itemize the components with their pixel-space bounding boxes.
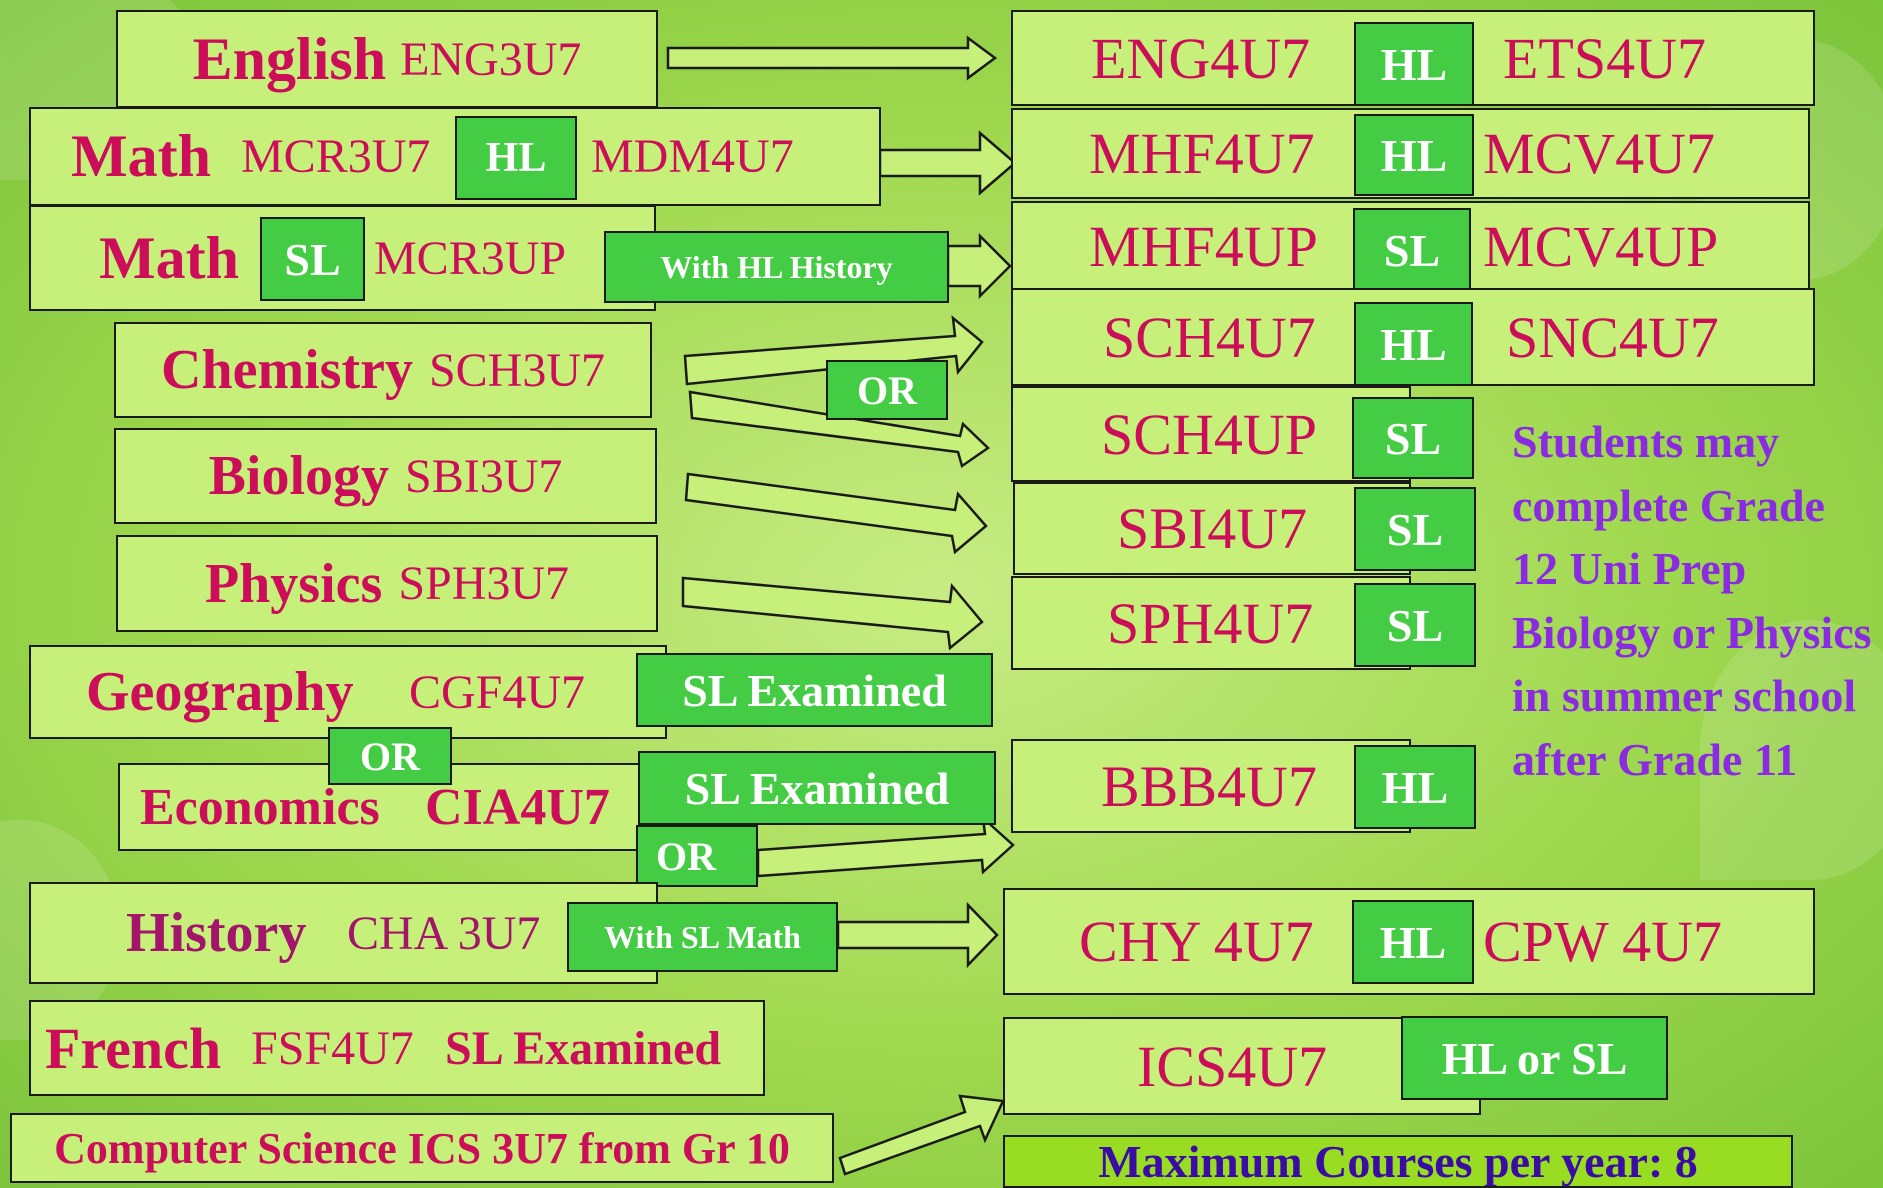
course-box-geography: Geography CGF4U7 bbox=[29, 645, 667, 739]
course-name: French bbox=[45, 1015, 222, 1081]
or-tag: OR bbox=[826, 360, 948, 420]
arrow-history bbox=[836, 901, 999, 969]
arrow-economics bbox=[756, 814, 1015, 878]
course-name: Math bbox=[99, 224, 239, 291]
hl-tag: HL bbox=[1354, 745, 1476, 829]
course-box-chemistry: Chemistry SCH3U7 bbox=[114, 322, 652, 418]
arrow-chemistry-sl bbox=[688, 390, 990, 469]
hl-tag: HL bbox=[1352, 900, 1474, 984]
sl-examined-tag: SL Examined bbox=[636, 653, 993, 727]
course-code: CIA4U7 bbox=[425, 778, 610, 836]
course-code: FSF4U7 bbox=[251, 1021, 414, 1075]
hl-tag: HL bbox=[455, 116, 577, 200]
max-courses-banner: Maximum Courses per year: 8 bbox=[1003, 1135, 1793, 1188]
course-code: MHF4U7 bbox=[1089, 121, 1315, 186]
course-name: Economics bbox=[140, 778, 380, 836]
with-sl-math-tag: With SL Math bbox=[567, 902, 838, 972]
course-name: English bbox=[192, 25, 387, 92]
course-box-sph4u7: SPH4U7 bbox=[1011, 576, 1411, 670]
arrow-math-hl bbox=[878, 130, 1017, 196]
hl-or-sl-tag: HL or SL bbox=[1401, 1016, 1668, 1100]
course-box-computer-science: Computer Science ICS 3U7 from Gr 10 bbox=[10, 1113, 834, 1183]
sl-tag: SL bbox=[1352, 397, 1474, 479]
course-code: ENG3U7 bbox=[400, 32, 582, 86]
course-label: Computer Science ICS 3U7 from Gr 10 bbox=[54, 1123, 790, 1173]
course-name: History bbox=[126, 902, 307, 964]
course-code: ENG4U7 bbox=[1091, 25, 1311, 91]
course-code: MCR3U7 bbox=[241, 130, 431, 183]
course-box-history: History CHA 3U7 bbox=[29, 882, 658, 984]
course-code: SBI3U7 bbox=[405, 449, 563, 503]
course-code: MHF4UP bbox=[1089, 213, 1318, 279]
course-name: Math bbox=[71, 123, 211, 189]
sl-examined-tag: SL Examined bbox=[638, 751, 996, 825]
hl-tag: HL bbox=[1354, 22, 1474, 106]
course-code: SPH4U7 bbox=[1107, 590, 1314, 656]
summer-school-note: Students may complete Grade 12 Uni Prep … bbox=[1512, 416, 1872, 785]
course-code: ICS4U7 bbox=[1137, 1033, 1328, 1099]
course-code: SCH4UP bbox=[1101, 401, 1317, 467]
background-butterfly-shape bbox=[1700, 620, 1883, 880]
course-code-2: ETS4U7 bbox=[1503, 25, 1706, 91]
sl-tag: SL bbox=[1354, 583, 1476, 667]
course-box-sch4up: SCH4UP bbox=[1011, 386, 1411, 482]
arrow-physics bbox=[681, 576, 984, 651]
arrow-math-sl bbox=[946, 232, 1012, 300]
hl-tag: HL bbox=[1354, 302, 1473, 386]
course-code: SBI4U7 bbox=[1117, 496, 1308, 561]
or-tag: OR bbox=[636, 825, 758, 887]
course-box-bbb4u7: BBB4U7 bbox=[1011, 739, 1411, 833]
course-code-2: MCV4U7 bbox=[1483, 121, 1716, 186]
course-box-physics: Physics SPH3U7 bbox=[116, 535, 658, 632]
arrow-chemistry-hl bbox=[683, 315, 984, 386]
course-code-2: MDM4U7 bbox=[591, 130, 794, 183]
course-box-sbi4u7: SBI4U7 bbox=[1013, 482, 1411, 575]
course-code-2: CPW 4U7 bbox=[1483, 909, 1723, 974]
course-code-2: MCV4UP bbox=[1483, 213, 1719, 279]
arrow-english bbox=[666, 35, 998, 81]
course-code: SPH3U7 bbox=[398, 557, 570, 610]
course-code: SCH4U7 bbox=[1103, 304, 1316, 370]
course-code: MCR3UP bbox=[374, 231, 567, 285]
course-name: Geography bbox=[86, 661, 354, 723]
course-code: BBB4U7 bbox=[1101, 753, 1317, 819]
course-name: Biology bbox=[208, 445, 390, 507]
course-code: CHY 4U7 bbox=[1079, 909, 1314, 974]
sl-tag: SL bbox=[1353, 208, 1471, 292]
course-name: Chemistry bbox=[161, 339, 413, 401]
hl-tag: HL bbox=[1354, 114, 1474, 196]
course-code: CGF4U7 bbox=[409, 665, 586, 719]
or-tag: OR bbox=[328, 727, 452, 785]
course-code-2: SNC4U7 bbox=[1506, 304, 1719, 370]
arrow-biology bbox=[684, 472, 988, 555]
course-box-english: English ENG3U7 bbox=[116, 10, 658, 108]
arrow-cs bbox=[838, 1094, 1005, 1176]
sl-tag: SL bbox=[1354, 487, 1476, 571]
course-code: SCH3U7 bbox=[428, 343, 605, 397]
course-box-biology: Biology SBI3U7 bbox=[114, 428, 657, 524]
sl-tag: SL bbox=[260, 217, 365, 301]
course-box-french: French FSF4U7 SL Examined bbox=[29, 1000, 765, 1096]
course-name: Physics bbox=[204, 552, 383, 615]
sl-examined-label: SL Examined bbox=[445, 1021, 722, 1075]
with-hl-history-tag: With HL History bbox=[604, 231, 949, 303]
course-code: CHA 3U7 bbox=[347, 906, 541, 960]
